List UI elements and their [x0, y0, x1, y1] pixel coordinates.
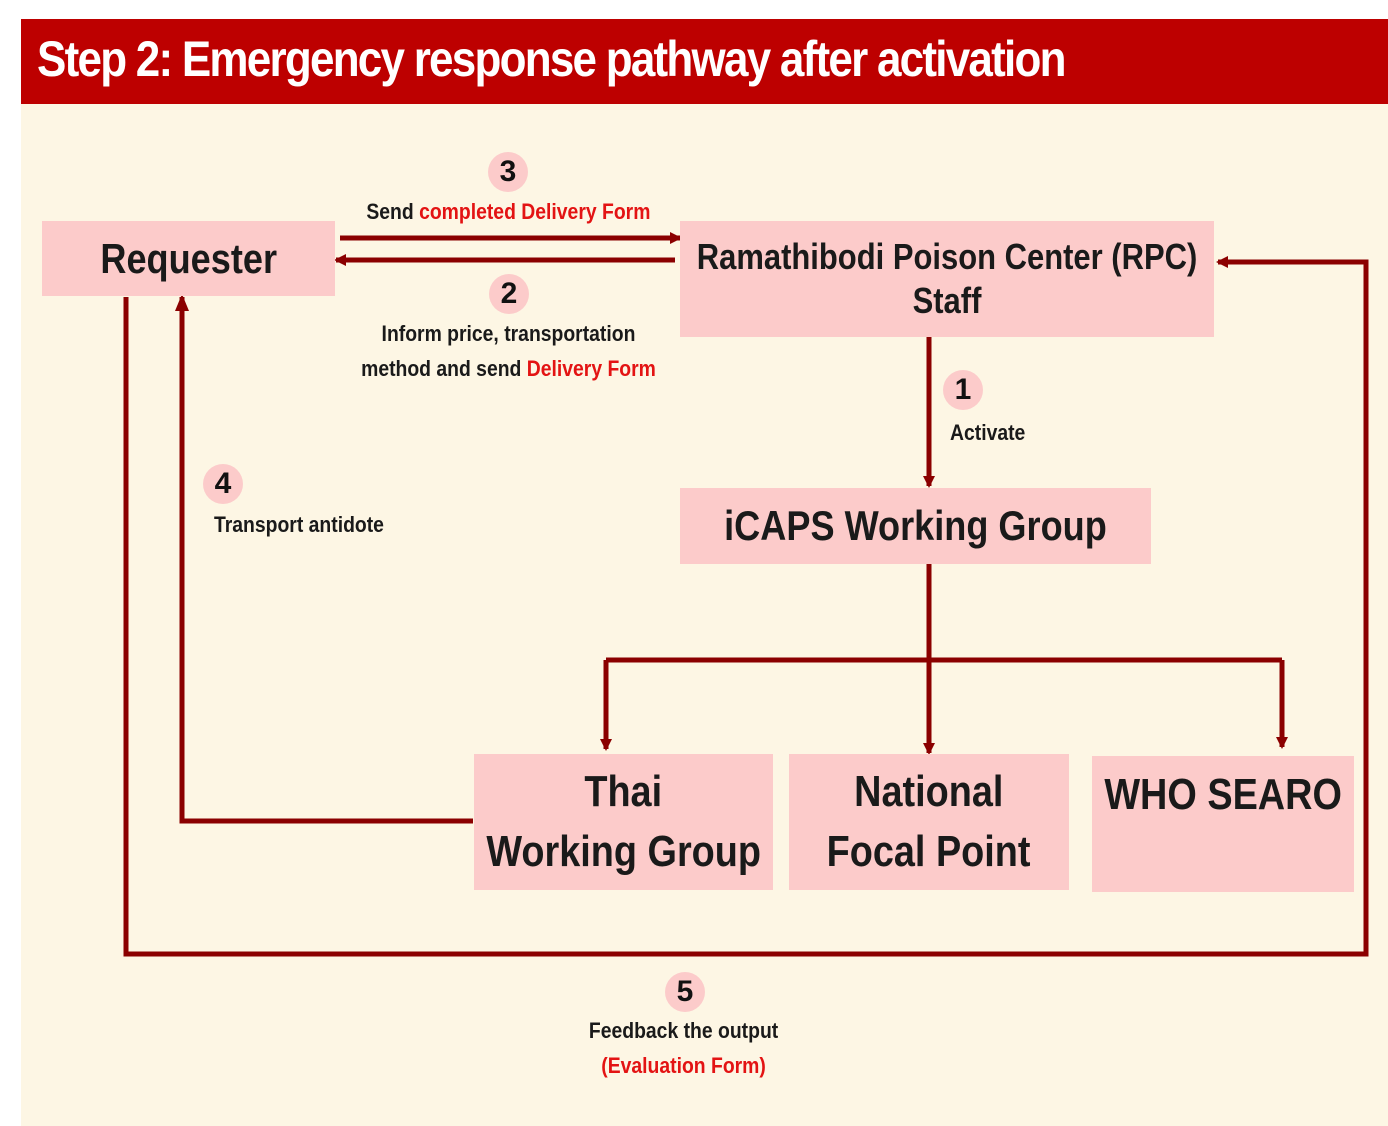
step-1-text: Activate [950, 420, 1026, 445]
page-title: Step 2: Emergency response pathway after… [37, 31, 1066, 87]
step-5-line1: Feedback the output [589, 1018, 779, 1043]
step-2-label: Inform price, transportation method and … [330, 316, 686, 386]
step-1-badge: 1 [943, 370, 983, 410]
step-4-label: Transport antidote [214, 507, 407, 542]
step-1-label: Activate [950, 415, 1036, 450]
node-rpc-line1: Ramathibodi Poison Center (RPC) [696, 236, 1198, 277]
node-rpc-staff: Ramathibodi Poison Center (RPC) Staff [680, 221, 1214, 337]
node-national-line2: Focal Point [827, 827, 1031, 876]
node-who-searo: WHO SEARO [1092, 756, 1354, 892]
node-thai-line2: Working Group [486, 827, 761, 876]
step-4-text: Transport antidote [214, 512, 384, 537]
step-2-line1: Inform price, transportation [381, 321, 635, 346]
node-icaps-label: iCAPS Working Group [724, 502, 1107, 549]
node-national-focal-point: National Focal Point [789, 754, 1069, 890]
step-3-plain: Send [365, 199, 419, 224]
step-5-badge: 5 [665, 972, 705, 1012]
step-4-badge: 4 [203, 464, 243, 504]
step-3-highlight: completed Delivery Form [418, 199, 651, 224]
node-icaps-working-group: iCAPS Working Group [680, 488, 1151, 564]
step-5-label: Feedback the output (Evaluation Form) [534, 1013, 834, 1083]
node-who-label: WHO SEARO [1104, 770, 1342, 819]
step-2-badge: 2 [489, 274, 529, 314]
arrow-transport-antidote [179, 297, 473, 824]
header-banner: Step 2: Emergency response pathway after… [21, 19, 1388, 104]
node-rpc-line2: Staff [912, 280, 982, 321]
node-thai-working-group: Thai Working Group [474, 754, 773, 890]
step-2-line2-highlight: Delivery Form [526, 356, 656, 381]
node-national-line1: National [854, 767, 1004, 816]
node-requester: Requester [42, 221, 335, 296]
step-5-line2: (Evaluation Form) [601, 1053, 767, 1078]
step-3-badge: 3 [488, 152, 528, 192]
step-3-label: Send completed Delivery Form [340, 194, 676, 229]
step-2-line2-plain: method and send [360, 356, 527, 381]
node-thai-line1: Thai [584, 767, 663, 816]
node-requester-label: Requester [100, 234, 277, 282]
arrow-feedback [123, 256, 1369, 957]
